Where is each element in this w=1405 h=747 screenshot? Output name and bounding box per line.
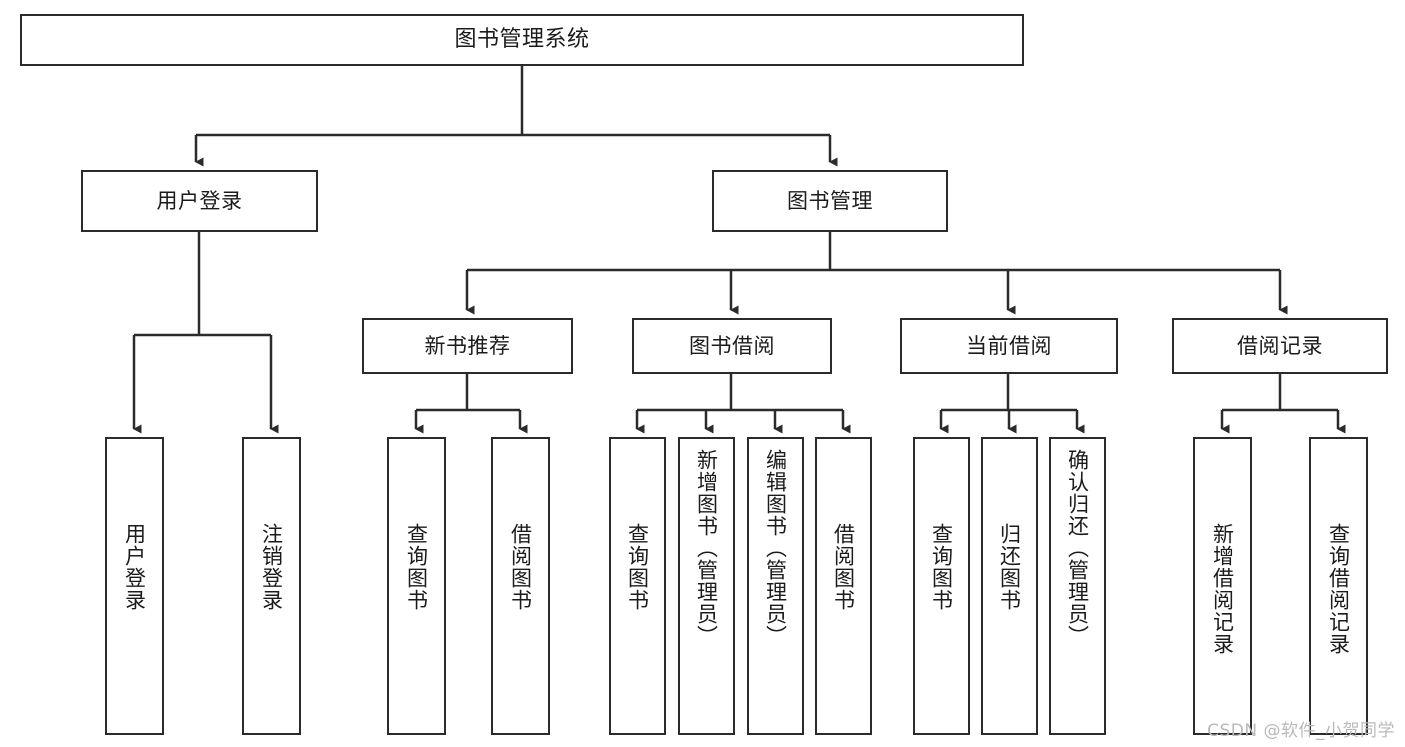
node-user-login[interactable]: 用户登录	[81, 170, 318, 232]
leaf-borrow-edit-book[interactable]: 编辑图书（管理员）	[747, 437, 804, 735]
leaf-newbook-query-book-label: 查询图书	[404, 523, 429, 611]
leaf-record-query[interactable]: 查询借阅记录	[1309, 437, 1368, 735]
leaf-user-login-label: 用户登录	[122, 523, 147, 611]
leaf-record-add-label: 新增借阅记录	[1210, 523, 1235, 655]
leaf-user-login[interactable]: 用户登录	[105, 437, 164, 735]
leaf-borrow-edit-book-label: 编辑图书（管理员）	[763, 449, 788, 647]
leaf-borrow-query-book-label: 查询图书	[625, 523, 650, 611]
leaf-current-return-book-label: 归还图书	[997, 523, 1022, 611]
node-new-book-recommend-label: 新书推荐	[424, 333, 511, 358]
node-current-borrow[interactable]: 当前借阅	[900, 318, 1118, 374]
leaf-borrow-borrow-book[interactable]: 借阅图书	[815, 437, 872, 735]
leaf-borrow-add-book-label: 新增图书（管理员）	[694, 449, 719, 647]
leaf-borrow-add-book[interactable]: 新增图书（管理员）	[678, 437, 735, 735]
node-new-book-recommend[interactable]: 新书推荐	[362, 318, 573, 374]
leaf-record-query-label: 查询借阅记录	[1326, 523, 1351, 655]
node-root-label: 图书管理系统	[454, 27, 590, 53]
node-book-manage[interactable]: 图书管理	[712, 170, 948, 232]
leaf-record-add[interactable]: 新增借阅记录	[1193, 437, 1252, 735]
node-borrow-record[interactable]: 借阅记录	[1172, 318, 1388, 374]
leaf-newbook-borrow-book[interactable]: 借阅图书	[491, 437, 550, 735]
leaf-newbook-borrow-book-label: 借阅图书	[508, 523, 533, 611]
node-root[interactable]: 图书管理系统	[20, 14, 1024, 66]
leaf-current-confirm-return-label: 确认归还（管理员）	[1065, 449, 1090, 647]
node-user-login-label: 用户登录	[156, 188, 243, 213]
leaf-logout[interactable]: 注销登录	[242, 437, 301, 735]
leaf-newbook-query-book[interactable]: 查询图书	[387, 437, 446, 735]
leaf-current-query-book-label: 查询图书	[929, 523, 954, 611]
leaf-logout-label: 注销登录	[259, 523, 284, 611]
leaf-borrow-borrow-book-label: 借阅图书	[831, 523, 856, 611]
leaf-borrow-query-book[interactable]: 查询图书	[609, 437, 666, 735]
node-borrow-record-label: 借阅记录	[1237, 333, 1323, 358]
leaf-current-query-book[interactable]: 查询图书	[913, 437, 970, 735]
node-book-manage-label: 图书管理	[787, 188, 873, 213]
node-book-borrow[interactable]: 图书借阅	[632, 318, 832, 374]
node-book-borrow-label: 图书借阅	[689, 333, 775, 358]
node-current-borrow-label: 当前借阅	[966, 333, 1052, 358]
leaf-current-confirm-return[interactable]: 确认归还（管理员）	[1049, 437, 1106, 735]
leaf-current-return-book[interactable]: 归还图书	[981, 437, 1038, 735]
